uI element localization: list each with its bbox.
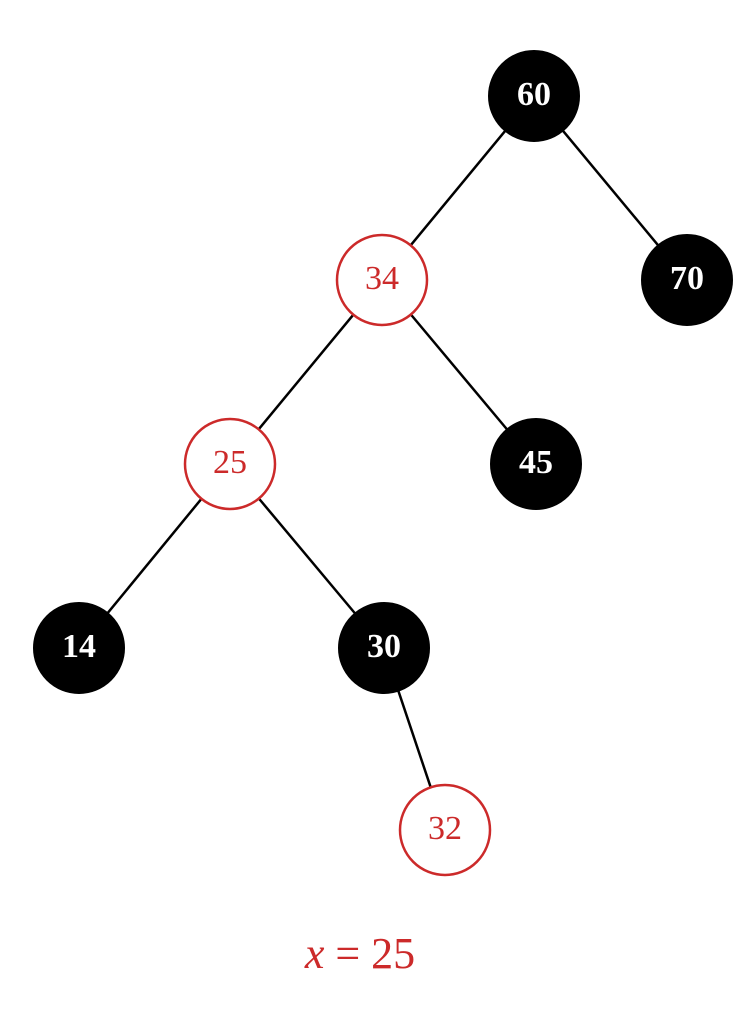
caption-value: 25 bbox=[371, 929, 416, 978]
edge-25-30 bbox=[257, 497, 357, 615]
node-label-14: 14 bbox=[62, 628, 96, 665]
node-label-30: 30 bbox=[367, 628, 401, 665]
node-label-60: 60 bbox=[517, 76, 551, 113]
node-circle-32 bbox=[398, 783, 492, 877]
tree-nodes: 60 34 70 25 45 14 30 32 bbox=[33, 50, 733, 877]
tree-node-32: 32 bbox=[398, 783, 492, 877]
node-label-25: 25 bbox=[213, 444, 247, 481]
node-circle-14 bbox=[33, 602, 125, 694]
tree-node-34: 34 bbox=[335, 233, 429, 327]
edge-30-32 bbox=[397, 690, 432, 788]
node-circle-45 bbox=[490, 418, 582, 510]
node-label-34: 34 bbox=[365, 260, 399, 297]
edge-34-45 bbox=[409, 313, 509, 431]
node-circle-30 bbox=[338, 602, 430, 694]
node-circle-34 bbox=[335, 233, 429, 327]
caption: x = 25 bbox=[0, 928, 720, 979]
edge-25-14 bbox=[106, 497, 203, 615]
edge-60-34 bbox=[409, 129, 507, 247]
edge-34-25 bbox=[257, 313, 355, 431]
node-label-32: 32 bbox=[428, 810, 462, 847]
node-label-45: 45 bbox=[519, 444, 553, 481]
caption-variable: x bbox=[304, 929, 325, 978]
node-circle-70 bbox=[641, 234, 733, 326]
tree-node-70: 70 bbox=[641, 234, 733, 326]
tree-node-14: 14 bbox=[33, 602, 125, 694]
tree-node-25: 25 bbox=[183, 417, 277, 511]
tree-node-30: 30 bbox=[338, 602, 430, 694]
caption-equals: = bbox=[335, 929, 361, 978]
edge-60-70 bbox=[561, 129, 660, 247]
tree-node-45: 45 bbox=[490, 418, 582, 510]
node-circle-60 bbox=[488, 50, 580, 142]
tree-node-60: 60 bbox=[488, 50, 580, 142]
node-circle-25 bbox=[183, 417, 277, 511]
node-label-70: 70 bbox=[670, 260, 704, 297]
tree-edges bbox=[106, 129, 660, 788]
